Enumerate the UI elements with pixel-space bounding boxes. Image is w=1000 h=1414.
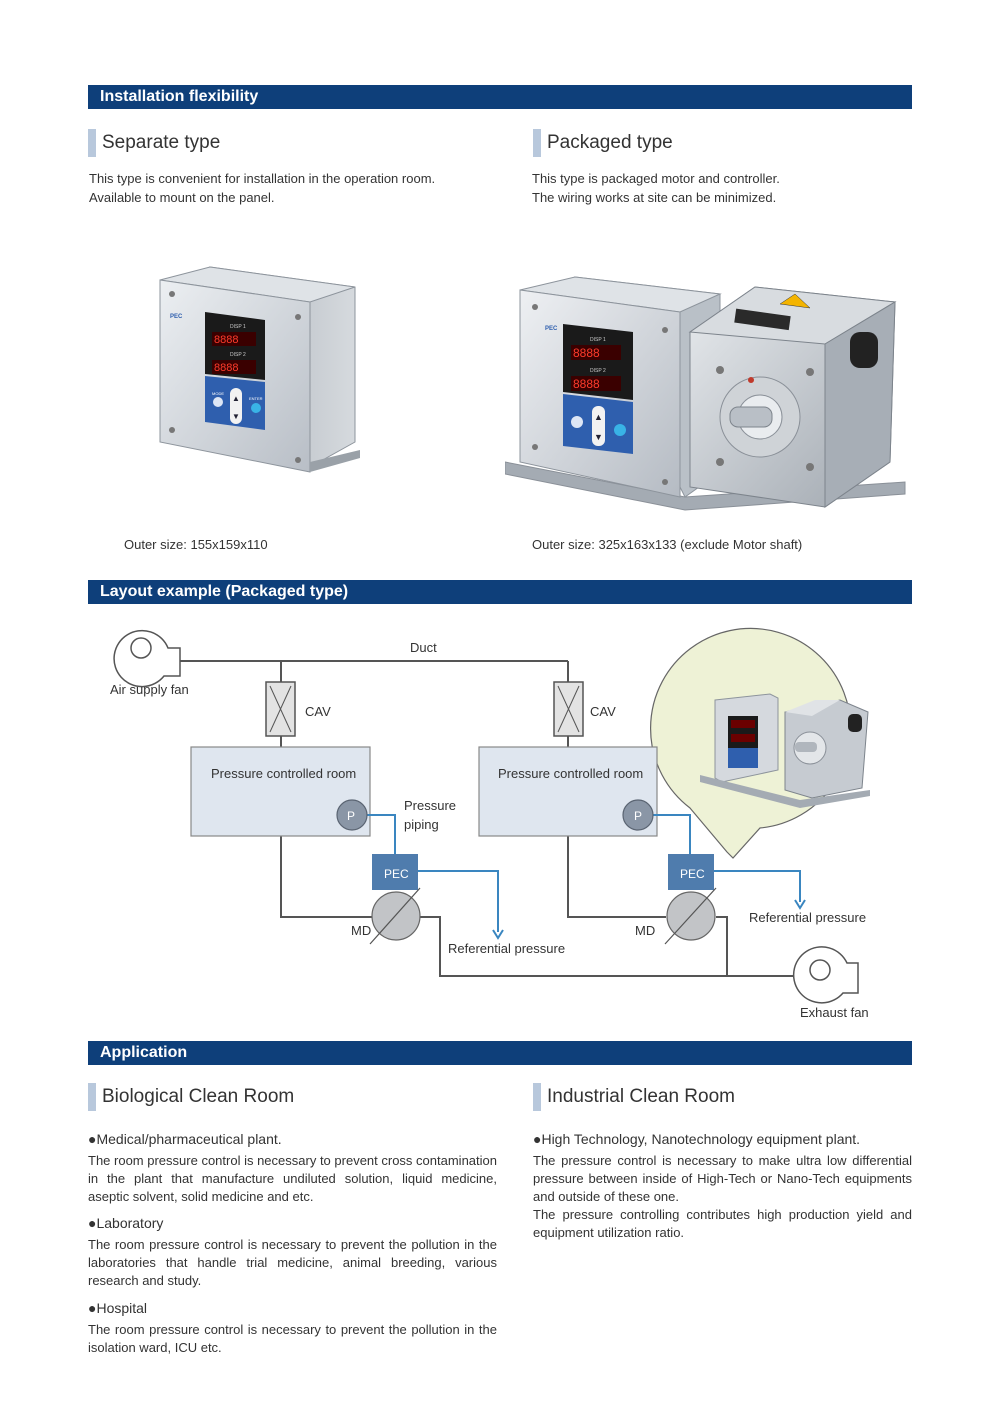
p-label-right: P xyxy=(634,809,642,823)
exhaust-right-down xyxy=(716,916,728,976)
packaged-desc-line-1: This type is packaged motor and controll… xyxy=(532,171,780,186)
sep-up-arrow-icon: ▲ xyxy=(232,394,240,403)
packaged-desc-line-2: The wiring works at site can be minimize… xyxy=(532,190,777,205)
ref-arrow-right-icon xyxy=(794,899,806,910)
sep-disp2-label: DISP 2 xyxy=(230,352,246,358)
pkg-display-1: 8888 xyxy=(573,346,600,360)
subheading-packaged-type: Packaged type xyxy=(533,129,673,157)
sep-display-2: 8888 xyxy=(214,362,238,374)
sep-display-1: 8888 xyxy=(214,334,238,346)
industrial-item-hightech-head: ●High Technology, Nanotechnology equipme… xyxy=(533,1131,861,1147)
exhaust-right xyxy=(567,836,666,918)
bio-item-laboratory-head: ●Laboratory xyxy=(88,1215,164,1231)
sep-mode-label: MODE xyxy=(212,391,224,396)
referential-pressure-label-left: Referential pressure xyxy=(448,941,565,956)
sep-brand-logo: PEC xyxy=(170,314,183,320)
md-label-right: MD xyxy=(635,923,655,938)
exhaust-fan-icon xyxy=(792,946,859,1004)
ref-pipe-left xyxy=(418,870,499,932)
separate-outer-size-caption: Outer size: 155x159x110 xyxy=(124,537,268,552)
layout-diagram: Duct Air supply fan CAV CAV Pressure con… xyxy=(110,627,870,1020)
pec-label-left: PEC xyxy=(384,867,409,881)
cav-label-right: CAV xyxy=(590,704,616,719)
exhaust-fan-label: Exhaust fan xyxy=(800,1005,869,1020)
air-supply-fan-label: Air supply fan xyxy=(110,682,189,697)
sep-enter-label: ENTER xyxy=(249,396,263,401)
room-label-right: Pressure controlled room xyxy=(498,766,643,781)
air-supply-fan-icon xyxy=(113,629,181,688)
bio-item-hospital-head: ●Hospital xyxy=(88,1300,148,1316)
pressure-sensor-left xyxy=(336,799,368,831)
sep-disp1-label: DISP 1 xyxy=(230,324,246,330)
packaged-type-device-image: DISP 1 8888 DISP 2 8888 ▲ ▼ PEC xyxy=(505,276,906,511)
industrial-item-hightech-body2: The pressure controlling contributes hig… xyxy=(533,1207,912,1240)
pec-box-left xyxy=(372,854,418,890)
pkg-down-arrow-icon: ▼ xyxy=(594,432,603,442)
section-header-installation: Installation flexibility xyxy=(88,85,912,109)
duct-label: Duct xyxy=(410,640,437,655)
pressure-sensor-right xyxy=(622,799,654,831)
pec-label-right: PEC xyxy=(680,867,705,881)
ref-arrow-left-icon xyxy=(492,929,504,940)
separate-desc-line-2: Available to mount on the panel. xyxy=(89,190,275,205)
pkg-up-arrow-icon: ▲ xyxy=(594,412,603,422)
pressure-piping-label-2: piping xyxy=(404,817,439,832)
room-label-left: Pressure controlled room xyxy=(211,766,356,781)
cav-right xyxy=(553,681,584,737)
referential-pressure-label-right: Referential pressure xyxy=(749,910,866,925)
zoom-device-image xyxy=(700,693,870,808)
packaged-description: This type is packaged motor and controll… xyxy=(532,169,780,207)
separate-desc-line-1: This type is convenient for installation… xyxy=(89,171,436,186)
subheading-separate-type: Separate type xyxy=(88,129,220,157)
piping-right xyxy=(638,814,691,855)
separate-description: This type is convenient for installation… xyxy=(89,169,435,207)
cav-left xyxy=(265,681,296,737)
pec-box-right xyxy=(668,854,714,890)
subheading-industrial-clean-room: Industrial Clean Room xyxy=(533,1083,735,1111)
pkg-brand-logo: PEC xyxy=(545,326,558,332)
industrial-item-hightech-body: The pressure control is necessary to mak… xyxy=(533,1153,912,1204)
bio-item-medical-head: ●Medical/pharmaceutical plant. xyxy=(88,1131,282,1147)
exhaust-left xyxy=(280,836,372,918)
pkg-display-2: 8888 xyxy=(573,377,600,391)
md-damper-right xyxy=(664,887,717,945)
sep-down-arrow-icon: ▼ xyxy=(232,412,240,421)
md-label-left: MD xyxy=(351,923,371,938)
packaged-outer-size-caption: Outer size: 325x163x133 (exclude Motor s… xyxy=(532,537,803,552)
pkg-disp1-label: DISP 1 xyxy=(590,337,606,343)
section-header-layout-example: Layout example (Packaged type) xyxy=(88,580,912,604)
subheading-biological-clean-room: Biological Clean Room xyxy=(88,1083,294,1111)
cav-label-left: CAV xyxy=(305,704,331,719)
bio-item-laboratory-body: The room pressure control is necessary t… xyxy=(88,1237,497,1288)
bio-item-hospital-body: The room pressure control is necessary t… xyxy=(88,1322,497,1355)
ref-pipe-right xyxy=(714,870,801,902)
pressure-piping-label-1: Pressure xyxy=(404,798,456,813)
section-header-application: Application xyxy=(88,1041,912,1065)
separate-type-device-image: DISP 1 8888 DISP 2 8888 ▲ ▼ MODE ENTER P… xyxy=(159,266,360,473)
p-label-left: P xyxy=(347,809,355,823)
pkg-disp2-label: DISP 2 xyxy=(590,368,606,374)
bio-item-medical-body: The room pressure control is necessary t… xyxy=(88,1153,497,1204)
md-damper-left xyxy=(369,887,421,945)
exhaust-main xyxy=(420,916,800,977)
